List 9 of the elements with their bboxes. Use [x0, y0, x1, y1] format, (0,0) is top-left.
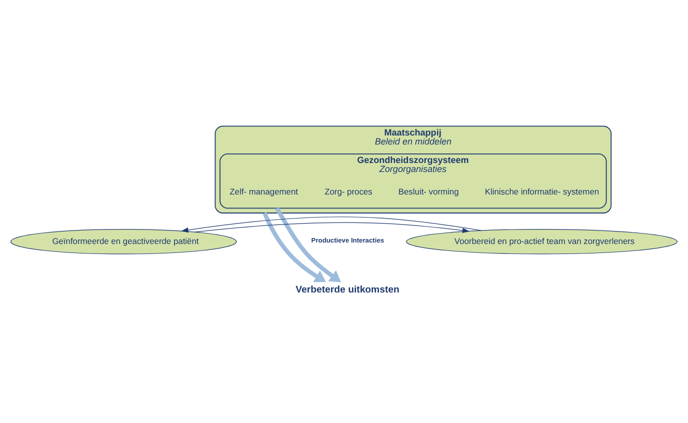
node-text: Zorg- proces — [324, 186, 372, 197]
arrow — [262, 212, 326, 282]
arrow — [275, 207, 342, 282]
node-text: Zelf- management — [230, 186, 298, 197]
arrow — [181, 216, 482, 233]
node-text: Klinische informatie- systemen — [484, 186, 600, 197]
arrow — [194, 222, 470, 233]
node-text: Verbeterde uitkomsten — [296, 284, 400, 296]
node-text: Besluit- vorming — [398, 186, 459, 197]
